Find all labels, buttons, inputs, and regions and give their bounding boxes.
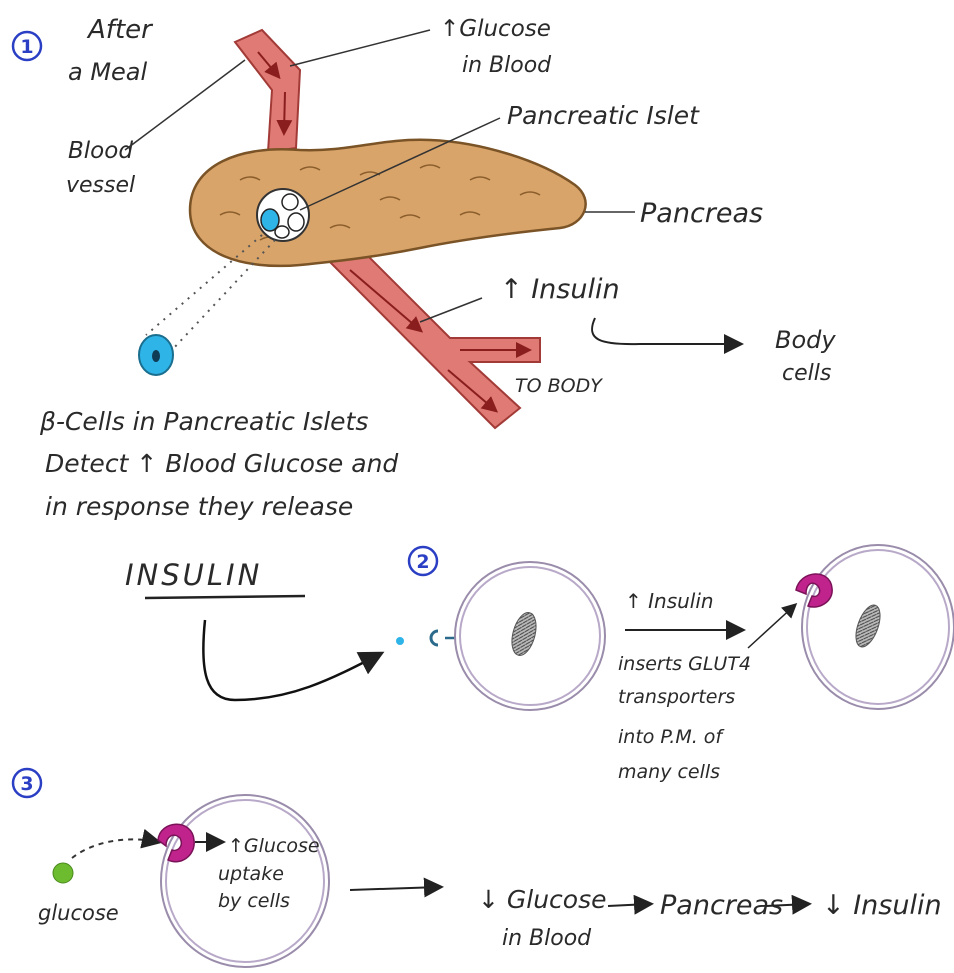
arrow-to-body-cells [592,318,740,344]
glucose-molecule [53,863,73,883]
insulin-big-label: INSULIN [125,558,262,592]
arrow-glucose-in [72,839,158,858]
pancreas-label: Pancreas [640,198,763,229]
step-1-marker: 1 [13,32,41,60]
blood-vessel-upper [235,30,300,152]
body-cells-line2: cells [782,361,831,386]
blood-vessel-lower [320,240,540,428]
pancreatic-islet [257,189,309,241]
low-insulin-label: ↓ Insulin [822,890,942,921]
glucose-label: glucose [38,901,119,925]
insulin-up-small: ↑ Insulin [625,589,714,613]
after-meal-line2: a Meal [68,58,148,86]
step-2-marker: 2 [409,547,437,575]
blood-vessel-line1: Blood [68,138,133,164]
arrow-to-low-glucose [350,887,440,890]
cell-after [796,545,954,709]
leader-insulin [420,298,482,322]
beta-cells-line1: β-Cells in Pancreatic Islets [39,407,368,436]
after-meal-line1: After [86,15,154,45]
leader-glut4 [748,605,795,648]
arrow-insulin-to-receptor [203,620,380,700]
step-3-marker: 3 [13,769,41,797]
body-cells-line1: Body [775,326,836,354]
glucose-in-blood-line2: in Blood [462,53,552,78]
glut4-note-line2: transporters [618,686,735,708]
to-body-label: TO BODY [515,375,603,397]
insulin-underline [145,596,305,598]
low-glucose-line1: ↓ Glucose [478,885,607,914]
step-2-number: 2 [416,551,429,573]
blood-vessel-line2: vessel [66,173,135,198]
insulin-receptor [431,631,438,645]
arrow-to-pancreas [608,904,650,906]
uptake-line2: uptake [218,863,284,885]
glut4-note-line4: many cells [618,761,720,783]
beta-cells-line2: Detect ↑ Blood Glucose and [45,449,398,478]
pancreatic-islet-label: Pancreatic Islet [507,101,700,130]
insulin-molecule [396,637,404,645]
glucose-in-blood-line1: ↑Glucose [440,16,551,42]
step-1-number: 1 [20,36,33,58]
uptake-line1: ↑Glucose [228,835,320,857]
step-3-number: 3 [20,773,33,795]
glut4-note-line3: into P.M. of [618,726,725,748]
leader-glucose [290,30,430,66]
uptake-line3: by cells [218,890,290,912]
glut4-note-line1: inserts GLUT4 [618,653,751,675]
insulin-up-label: ↑ Insulin [500,274,620,305]
beta-cells-line3: in response they release [45,492,353,521]
pancreas-result-label: Pancreas [660,890,783,921]
low-glucose-line2: in Blood [502,926,592,951]
cell-before [455,562,605,710]
